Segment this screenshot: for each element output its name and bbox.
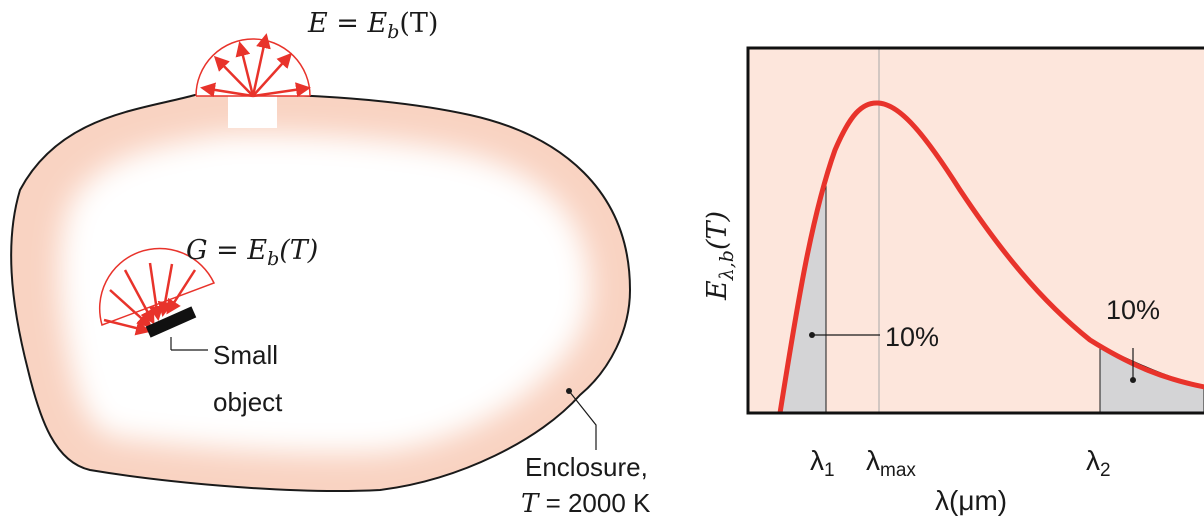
small-object bbox=[145, 306, 197, 338]
enclosure-label-line1: Enclosure, bbox=[525, 452, 648, 482]
annotation-right-label: 10% bbox=[1106, 295, 1160, 325]
emission-label: E = Eb(T) bbox=[307, 8, 438, 43]
plot-frame bbox=[746, 46, 1204, 415]
annotation-left-label: 10% bbox=[885, 322, 939, 352]
small-object-label-line2: object bbox=[213, 387, 283, 417]
tick-lambda1: λ1 bbox=[810, 445, 835, 481]
irradiation-hemisphere bbox=[98, 247, 216, 338]
irradiation-label: G = Eb(T) bbox=[186, 235, 318, 270]
enclosure-leader bbox=[568, 390, 597, 450]
enclosure-label-line2: T = 2000 K bbox=[521, 488, 651, 519]
emission-arrows bbox=[200, 33, 311, 98]
spectral-plot bbox=[746, 46, 1204, 415]
tick-lambda-max: λmax bbox=[866, 445, 916, 481]
planck-curve bbox=[777, 100, 1204, 413]
x-axis-label: λ(μm) bbox=[935, 485, 1007, 516]
enclosure bbox=[10, 88, 632, 492]
tick-lambda2: λ2 bbox=[1086, 445, 1111, 481]
emission-hemisphere bbox=[195, 33, 311, 98]
small-object-label-line1: Small bbox=[213, 340, 278, 370]
y-axis-label: Eλ,b(T) bbox=[702, 211, 738, 301]
irradiation-arrows bbox=[103, 262, 197, 336]
